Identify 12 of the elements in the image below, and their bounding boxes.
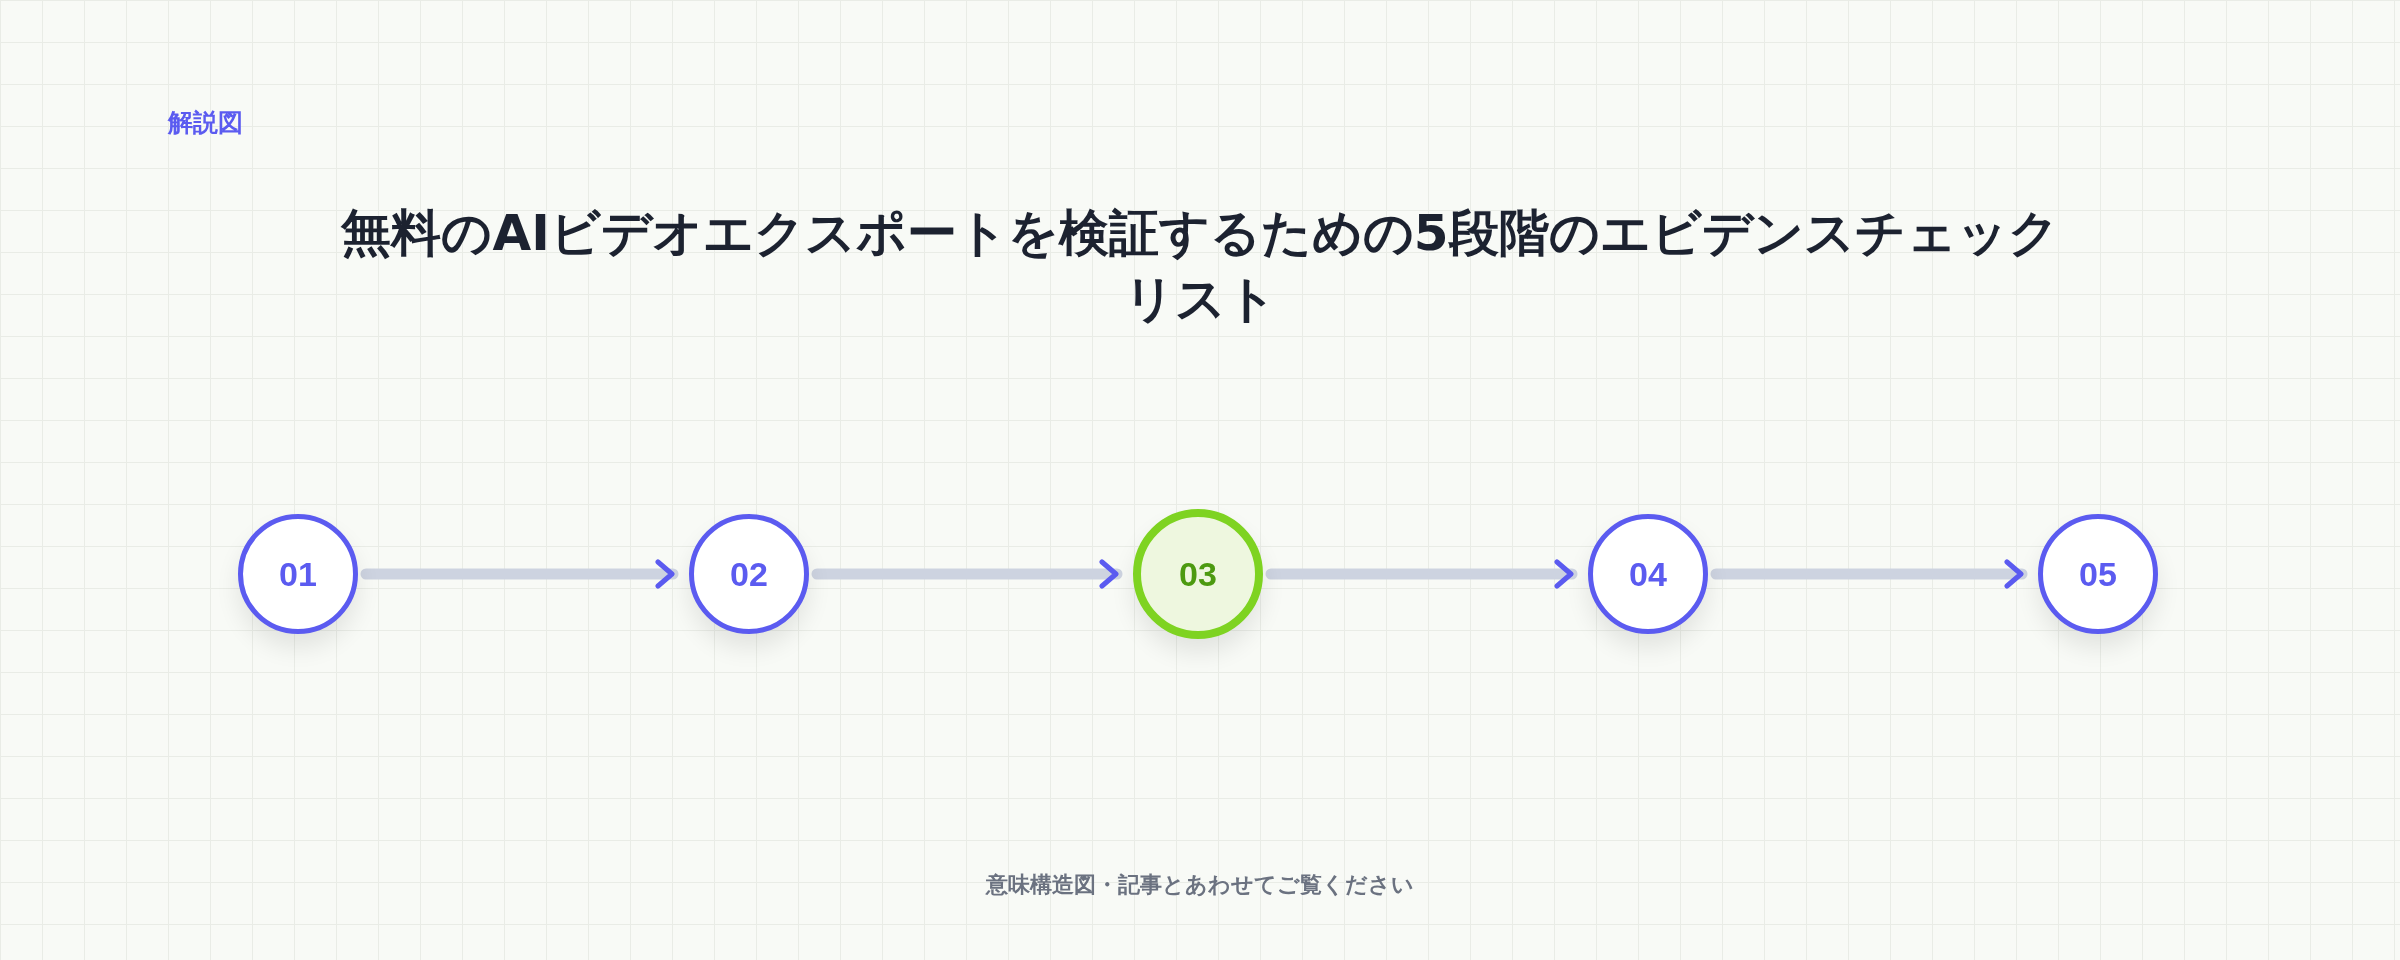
step-circle: 01: [238, 514, 358, 634]
arrow: [1710, 559, 2028, 589]
arrow: [360, 559, 679, 589]
title: 無料のAIビデオエクスポートを検証するための5段階のエビデンスチェックリスト: [340, 203, 2060, 330]
step-circle: 04: [1588, 514, 1708, 634]
step-circle: 05: [2038, 514, 2158, 634]
arrow: [1265, 559, 1578, 589]
active-step-circle: 03: [1133, 509, 1263, 639]
footer-note: 意味構造図・記事とあわせてご覧ください: [984, 871, 1415, 899]
step-circle: 02: [689, 514, 809, 634]
arrow: [811, 559, 1123, 589]
header-label: 解説図: [168, 107, 243, 139]
